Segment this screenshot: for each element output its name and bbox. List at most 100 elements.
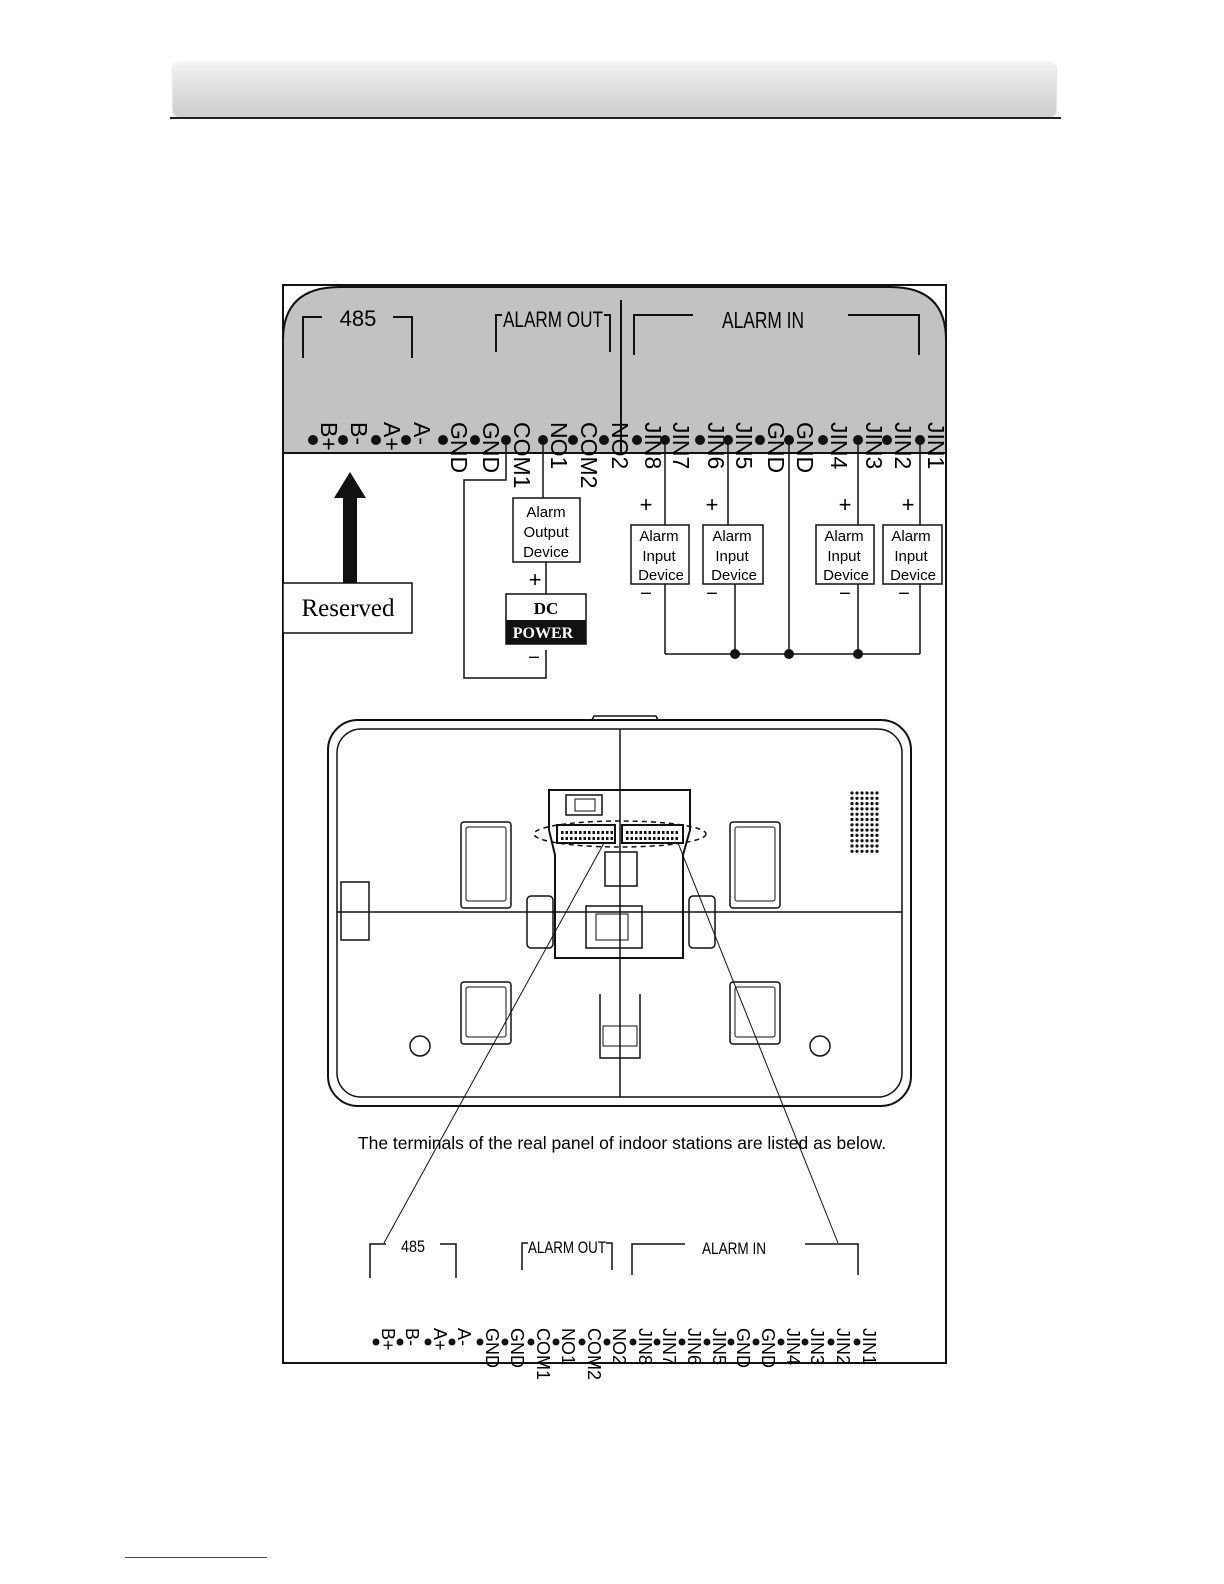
top-terminal-label-1: B-	[346, 422, 372, 445]
connector-pin	[626, 831, 629, 834]
top-alarm-in-bracket	[633, 314, 920, 355]
grille-hole	[860, 828, 864, 832]
grille-hole	[870, 844, 874, 848]
connector-pin	[657, 837, 660, 840]
grille-hole	[855, 839, 859, 843]
grille-hole	[870, 823, 874, 827]
grille-hole	[865, 817, 869, 822]
grille-hole	[865, 839, 869, 843]
top-terminal-label-12: JIN6	[703, 422, 729, 469]
bottom-terminal-dot-12	[678, 1338, 686, 1346]
svg-text:Input: Input	[715, 548, 749, 565]
bottom-485-label: 485	[401, 1237, 425, 1256]
grille-hole	[860, 817, 864, 822]
bottom-terminal-dot-6	[527, 1338, 535, 1346]
bottom-terminal-label-5: GND	[507, 1328, 527, 1368]
bottom-terminal-dot-7	[552, 1338, 560, 1346]
bottom-terminal-label-9: NO2	[609, 1328, 629, 1365]
top-terminal-label-6: COM1	[509, 422, 535, 488]
svg-text:Input: Input	[827, 548, 861, 565]
svg-text:−: −	[640, 583, 652, 605]
top-alarm-in-label: ALARM IN	[722, 307, 804, 333]
grille-hole	[850, 833, 854, 838]
connector-pin	[644, 831, 647, 834]
dc-minus-sign: −	[528, 647, 540, 669]
grille-hole	[860, 849, 864, 853]
grille-hole	[875, 796, 879, 800]
svg-text:Device: Device	[823, 567, 869, 584]
connector-pin	[561, 837, 564, 840]
grille-hole	[855, 833, 859, 838]
header-bar	[173, 62, 1056, 116]
alarm-input-device-2: Alarm Input Device + −	[702, 492, 764, 605]
top-terminal-dot-10	[632, 435, 642, 445]
dc-label: DC	[534, 599, 559, 618]
bottom-terminal-label-0: B+	[378, 1328, 398, 1351]
connector-pin	[635, 837, 638, 840]
bottom-terminal-label-2: A+	[430, 1328, 450, 1351]
connector-pin	[662, 837, 665, 840]
connector-pin	[675, 837, 678, 840]
grille-hole	[875, 839, 879, 843]
grille-hole	[865, 812, 869, 816]
connector-pin	[648, 837, 651, 840]
bottom-terminal-label-4: GND	[482, 1328, 502, 1368]
grille-hole	[875, 849, 879, 853]
reserved-label: Reserved	[301, 595, 395, 622]
connector-pin	[666, 837, 669, 840]
top-terminal-label-3: A-	[409, 422, 435, 445]
grille-hole	[850, 807, 854, 811]
top-terminal-dot-18	[882, 435, 892, 445]
grille-hole	[860, 796, 864, 800]
connector-pin	[592, 837, 595, 840]
grille-hole	[855, 844, 859, 848]
grille-hole	[865, 828, 869, 832]
svg-text:Input: Input	[894, 548, 928, 565]
grille-hole	[850, 812, 854, 816]
svg-text:Alarm: Alarm	[639, 528, 678, 545]
bottom-alarm-out-label: ALARM OUT	[528, 1238, 606, 1257]
grille-hole	[875, 791, 879, 795]
connector-pin	[574, 837, 577, 840]
caption: The terminals of the real panel of indoo…	[358, 1133, 886, 1153]
bottom-terminal-label-11: JIN7	[659, 1328, 679, 1365]
connector-pin	[653, 831, 656, 834]
bottom-terminal-label-6: COM1	[533, 1328, 553, 1380]
top-terminal-label-13: JIN5	[731, 422, 757, 469]
bottom-485-bracket	[369, 1243, 457, 1278]
top-terminal-panel	[282, 286, 947, 454]
svg-text:−: −	[839, 583, 851, 605]
bottom-terminal-dot-13	[703, 1338, 711, 1346]
bottom-terminal-label-13: JIN5	[709, 1328, 729, 1365]
alarm-in-junctions	[730, 649, 863, 659]
svg-text:Alarm: Alarm	[891, 528, 930, 545]
connector-pin	[648, 831, 651, 834]
grille-hole	[850, 817, 854, 822]
bottom-terminal-dot-16	[777, 1338, 785, 1346]
top-485-label: 485	[340, 306, 377, 331]
grille-hole	[870, 849, 874, 853]
connector-pin	[565, 831, 568, 834]
grille-hole	[860, 844, 864, 848]
connector-pin	[657, 831, 660, 834]
top-terminal-label-7: NO1	[546, 422, 572, 469]
top-alarm-out-bracket	[495, 314, 611, 352]
bottom-terminal-label-1: B-	[402, 1328, 422, 1346]
top-terminal-label-16: JIN4	[826, 422, 852, 470]
connector-pin	[635, 831, 638, 834]
top-terminal-dot-14	[755, 435, 765, 445]
connector-pins	[561, 831, 678, 840]
footer-link-rule	[125, 1557, 267, 1558]
connector-pin	[597, 837, 600, 840]
svg-text:+: +	[640, 492, 653, 517]
grille-hole	[860, 807, 864, 811]
alarm-output-device-box	[512, 497, 581, 563]
top-terminal-dot-1	[338, 435, 348, 445]
bottom-terminal-label-17: JIN3	[807, 1328, 827, 1365]
bottom-alarm-in-bracket	[631, 1243, 859, 1275]
grille-hole	[855, 823, 859, 827]
grille-hole	[870, 833, 874, 838]
reserved-arrow	[334, 472, 366, 583]
grille-hole	[875, 833, 879, 838]
